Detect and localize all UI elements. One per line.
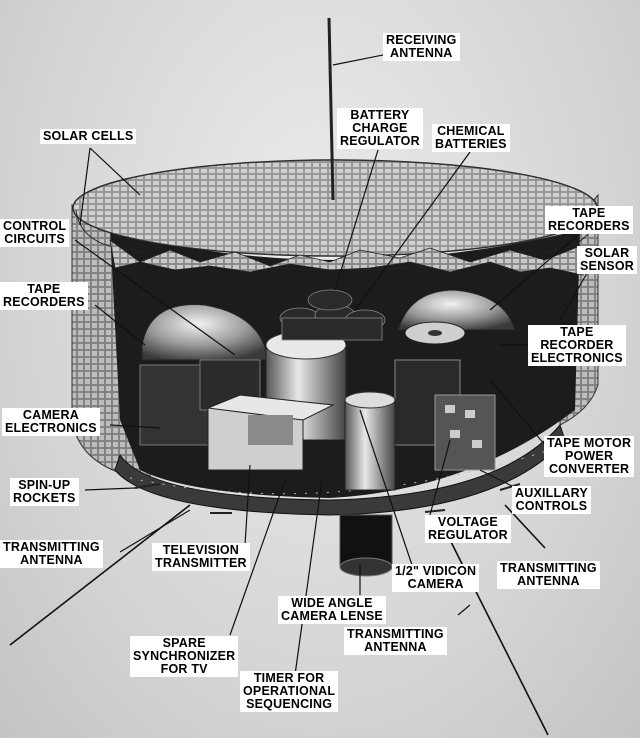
camera-electronics-box <box>139 364 211 446</box>
label-spin-up-rockets: SPIN-UP ROCKETS <box>10 478 79 506</box>
label-voltage-regulator: VOLTAGE REGULATOR <box>425 515 511 543</box>
label-chemical-batteries: CHEMICAL BATTERIES <box>432 124 510 152</box>
label-battery-charge-regulator: BATTERY CHARGE REGULATOR <box>337 108 423 149</box>
label-solar-cells: SOLAR CELLS <box>40 129 137 144</box>
label-vidicon-camera: 1/2" VIDICON CAMERA <box>392 564 480 592</box>
voltage-regulator-box <box>434 394 496 471</box>
label-wide-angle-camera-lense: WIDE ANGLE CAMERA LENSE <box>278 596 386 624</box>
right-tape-recorder-dome <box>397 289 516 331</box>
label-auxillary-controls: AUXILLARY CONTROLS <box>512 486 591 514</box>
label-tape-recorders-left: TAPE RECORDERS <box>0 282 88 310</box>
left-tape-recorder-dome <box>141 304 269 361</box>
label-solar-sensor: SOLAR SENSOR <box>577 246 637 274</box>
label-spare-synchronizer: SPARE SYNCHRONIZER FOR TV <box>130 636 239 677</box>
label-transmitting-antenna-left: TRANSMITTING ANTENNA <box>0 540 103 568</box>
label-transmitting-antenna-right: TRANSMITTING ANTENNA <box>497 561 600 589</box>
label-tape-motor-power-converter: TAPE MOTOR POWER CONVERTER <box>544 436 635 477</box>
vidicon-camera-body <box>344 399 396 491</box>
label-tape-recorders-right: TAPE RECORDERS <box>545 206 633 234</box>
chemical-battery-stack <box>279 289 386 341</box>
receiving-antenna-rod <box>327 17 335 201</box>
label-control-circuits: CONTROL CIRCUITS <box>0 219 70 247</box>
label-receiving-antenna: RECEIVING ANTENNA <box>383 33 460 61</box>
label-television-transmitter: TELEVISION TRANSMITTER <box>152 543 250 571</box>
leader-lines <box>74 54 591 676</box>
label-transmitting-antenna-bottom: TRANSMITTING ANTENNA <box>344 627 447 655</box>
label-tape-recorder-electronics: TAPE RECORDER ELECTRONICS <box>528 325 626 366</box>
label-timer-operational-sequencing: TIMER FOR OPERATIONAL SEQUENCING <box>240 671 339 712</box>
label-camera-electronics: CAMERA ELECTRONICS <box>2 408 100 436</box>
